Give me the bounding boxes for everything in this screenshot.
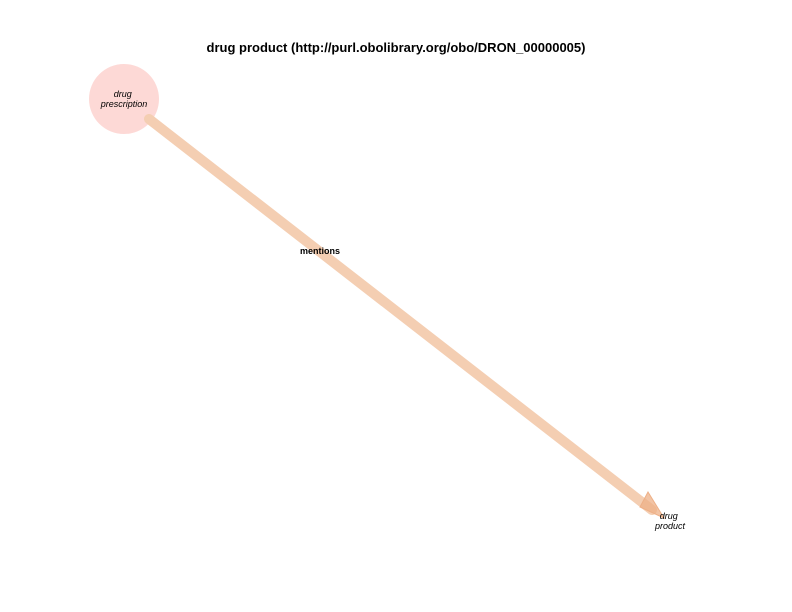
node-drug-product[interactable]: drug product (654, 511, 686, 531)
node-label-drug-product: drug product (654, 511, 686, 531)
node-label-line: drug (114, 89, 132, 99)
node-label-line: drug (660, 511, 678, 521)
node-label-drug-prescription: drug prescription (100, 89, 148, 109)
edge-label-mentions: mentions (300, 246, 340, 256)
page-title: drug product (http://purl.obolibrary.org… (206, 40, 586, 55)
node-label-line: prescription (100, 99, 148, 109)
node-label-line: product (654, 521, 686, 531)
edge-mentions[interactable] (144, 114, 657, 515)
node-drug-prescription[interactable] (89, 64, 159, 134)
edge-arrowhead (639, 490, 666, 520)
